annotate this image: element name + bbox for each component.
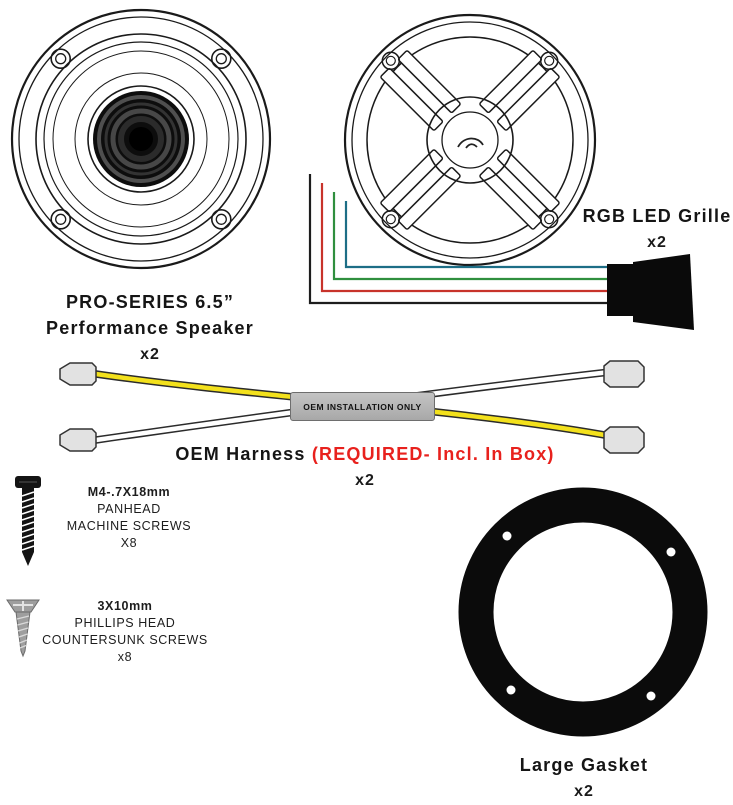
harness-label: OEM Harness (REQUIRED- Incl. In Box)	[100, 441, 630, 467]
gasket-illustration	[458, 487, 708, 737]
rgb-wire-green	[332, 192, 620, 281]
speaker-mount-screws	[50, 48, 232, 230]
machine-screws-size: M4-.7X18mm	[87, 485, 171, 499]
harness-name: OEM Harness	[175, 444, 312, 464]
harness-connectors	[59, 360, 645, 454]
harness-tag-text: OEM INSTALLATION ONLY	[303, 401, 422, 412]
countersunk-screws-label-block: 3X10mm PHILLIPS HEAD COUNTERSUNK SCREWS …	[40, 598, 210, 666]
grille-label-block: RGB LED Grille x2	[577, 203, 733, 252]
grille-spokes	[380, 50, 560, 230]
speaker-illustration	[10, 8, 272, 270]
speaker-qty: x2	[140, 346, 160, 363]
rgb-wire-black	[308, 174, 620, 305]
led-connector-block	[607, 254, 694, 330]
speaker-title: PRO-SERIES 6.5”	[65, 292, 235, 312]
harness-connector-top-right	[603, 360, 645, 388]
machine-screw-icon	[15, 476, 41, 566]
gasket-screw-holes	[502, 531, 676, 701]
harness-connector-bottom-right	[603, 426, 645, 454]
grille-center-hub	[426, 96, 514, 184]
grille-label: RGB LED Grille	[582, 206, 732, 226]
machine-screws-qty: X8	[120, 536, 138, 550]
harness-qty: x2	[355, 472, 375, 489]
countersunk-screws-qty: x8	[117, 650, 133, 664]
gasket-qty: x2	[574, 783, 594, 800]
harness-label-block: OEM Harness (REQUIRED- Incl. In Box) x2	[100, 441, 630, 490]
grille-mount-screws	[381, 51, 559, 229]
countersunk-screw-icon	[6, 599, 40, 658]
grille-illustration	[343, 13, 597, 267]
brand-logo-mark	[457, 137, 484, 149]
rgb-wire-red	[320, 183, 620, 293]
machine-screws-type-line1: PANHEAD	[97, 502, 161, 516]
gasket-label-block: Large Gasket x2	[478, 752, 690, 801]
countersunk-screws-size: 3X10mm	[97, 599, 153, 613]
gasket-label: Large Gasket	[519, 755, 649, 775]
harness-required-note: (REQUIRED- Incl. In Box)	[311, 444, 555, 464]
speaker-center-dome	[87, 85, 195, 193]
rgb-wire-blue	[344, 201, 620, 269]
rgb-wiring-illustration	[308, 174, 694, 330]
speaker-subtitle: Performance Speaker	[46, 318, 254, 338]
machine-screws-type-line2: MACHINE SCREWS	[66, 519, 192, 533]
countersunk-screws-type-line1: PHILLIPS HEAD	[74, 616, 176, 630]
harness-connector-bottom-left	[59, 428, 97, 452]
harness-connector-top-left	[59, 362, 97, 386]
speaker-label-block: PRO-SERIES 6.5” Performance Speaker x2	[25, 289, 275, 364]
grille-qty: x2	[647, 234, 667, 251]
countersunk-screws-type-line2: COUNTERSUNK SCREWS	[42, 633, 208, 647]
machine-screws-label-block: M4-.7X18mm PANHEAD MACHINE SCREWS X8	[55, 484, 203, 552]
harness-tag: OEM INSTALLATION ONLY	[290, 392, 435, 421]
